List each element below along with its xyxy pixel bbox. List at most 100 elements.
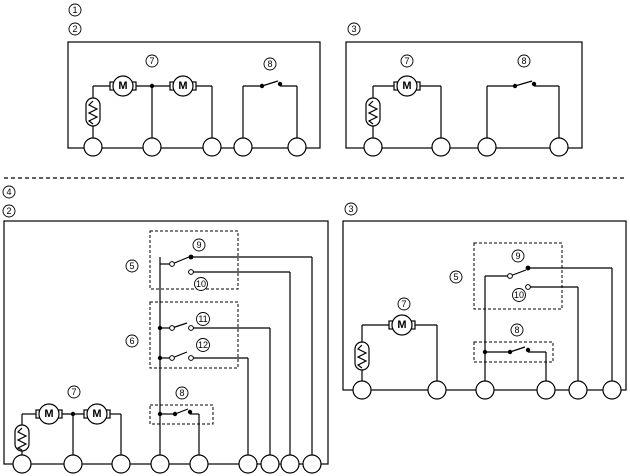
callout-3: 3 [347, 22, 361, 36]
svg-text:7: 7 [71, 387, 76, 397]
terminal-icon [233, 137, 253, 157]
switch-icon [482, 347, 531, 355]
svg-text:2: 2 [72, 24, 77, 34]
callout-8: 8 [263, 57, 277, 71]
svg-text:7: 7 [404, 56, 409, 66]
terminal-icon [189, 454, 209, 474]
motor-icon: M [83, 403, 111, 425]
heater-icon [365, 97, 381, 127]
terminal-icon [549, 137, 569, 157]
svg-text:5: 5 [129, 261, 134, 271]
terminal-icon [363, 137, 383, 157]
callout-7: 7 [67, 385, 81, 399]
motor-icon: M [388, 314, 416, 336]
callout-3: 3 [344, 202, 358, 216]
callout-12: 12 [196, 338, 210, 352]
callout-7: 7 [400, 54, 414, 68]
terminal-icon [602, 380, 622, 400]
callout-9: 9 [192, 238, 206, 252]
switch-group-5 [149, 230, 239, 290]
callout-4: 4 [2, 185, 16, 199]
heater-icon [354, 341, 370, 371]
callout-9: 9 [511, 249, 525, 263]
motor-symbol: M [402, 80, 411, 92]
callout-11: 11 [196, 312, 210, 326]
terminal-icon [475, 380, 495, 400]
callout-8: 8 [175, 386, 189, 400]
switch-group-5 [473, 242, 563, 310]
callout-7: 7 [397, 297, 411, 311]
motor-icon: M [35, 403, 63, 425]
motor-symbol: M [92, 408, 101, 420]
callout-6: 6 [125, 334, 139, 348]
svg-text:8: 8 [267, 59, 272, 69]
heater-icon [85, 97, 101, 127]
callout-8: 8 [517, 54, 531, 68]
motor-symbol: M [44, 408, 53, 420]
svg-text:5: 5 [453, 272, 458, 282]
svg-text:9: 9 [515, 251, 520, 261]
svg-text:3: 3 [351, 24, 356, 34]
terminal-icon [477, 137, 497, 157]
svg-text:10: 10 [196, 279, 206, 289]
callout-2: 2 [68, 22, 82, 36]
terminal-icon [63, 454, 83, 474]
panel-top-right: M [345, 41, 583, 157]
svg-text:10: 10 [514, 290, 524, 300]
motor-symbol: M [118, 80, 127, 92]
callout-8: 8 [510, 323, 524, 337]
terminal-icon [568, 380, 588, 400]
svg-text:2: 2 [6, 206, 11, 216]
terminal-icon [150, 454, 170, 474]
terminal-icon [260, 454, 280, 474]
callout-5: 5 [449, 270, 463, 284]
terminal-icon [352, 380, 372, 400]
panel-bottom-left: M M [3, 220, 329, 474]
svg-text:1: 1 [72, 5, 77, 15]
terminal-icon [536, 380, 556, 400]
panel-frame [67, 41, 321, 149]
terminal-icon [111, 454, 131, 474]
svg-text:12: 12 [198, 340, 208, 350]
switch-icon [512, 81, 537, 89]
terminal-icon [12, 454, 32, 474]
callout-7: 7 [145, 54, 159, 68]
svg-text:7: 7 [401, 299, 406, 309]
terminal-icon [302, 454, 322, 474]
motor-symbol: M [397, 319, 406, 331]
panel-frame [345, 41, 583, 149]
terminal-icon [280, 454, 300, 474]
svg-text:11: 11 [198, 314, 207, 324]
motor-icon: M [169, 75, 197, 97]
switch-group-8 [149, 404, 214, 425]
panel-bottom-right: M [342, 220, 627, 400]
svg-text:9: 9 [196, 240, 201, 250]
terminal-icon [287, 137, 307, 157]
callout-10: 10 [512, 288, 526, 302]
svg-text:6: 6 [129, 336, 134, 346]
callout-5: 5 [125, 259, 139, 273]
svg-text:8: 8 [521, 56, 526, 66]
switch-icon [157, 409, 193, 417]
terminal-icon [83, 137, 103, 157]
terminal-icon [142, 137, 162, 157]
callout-1: 1 [68, 3, 82, 17]
heater-icon [14, 424, 30, 452]
svg-text:8: 8 [179, 388, 184, 398]
terminal-icon [427, 380, 447, 400]
panel-top-left: M M [67, 41, 321, 157]
motor-icon: M [393, 75, 421, 97]
svg-text:8: 8 [514, 325, 519, 335]
motor-symbol: M [178, 80, 187, 92]
svg-text:7: 7 [149, 56, 154, 66]
callout-2: 2 [2, 204, 16, 218]
switch-group-6 [149, 301, 239, 369]
switch-group-8 [473, 341, 554, 363]
callout-10: 10 [194, 277, 208, 291]
motor-icon: M [109, 75, 137, 97]
svg-text:4: 4 [6, 187, 11, 197]
terminal-icon [202, 137, 222, 157]
svg-text:3: 3 [348, 204, 353, 214]
terminal-icon [431, 137, 451, 157]
